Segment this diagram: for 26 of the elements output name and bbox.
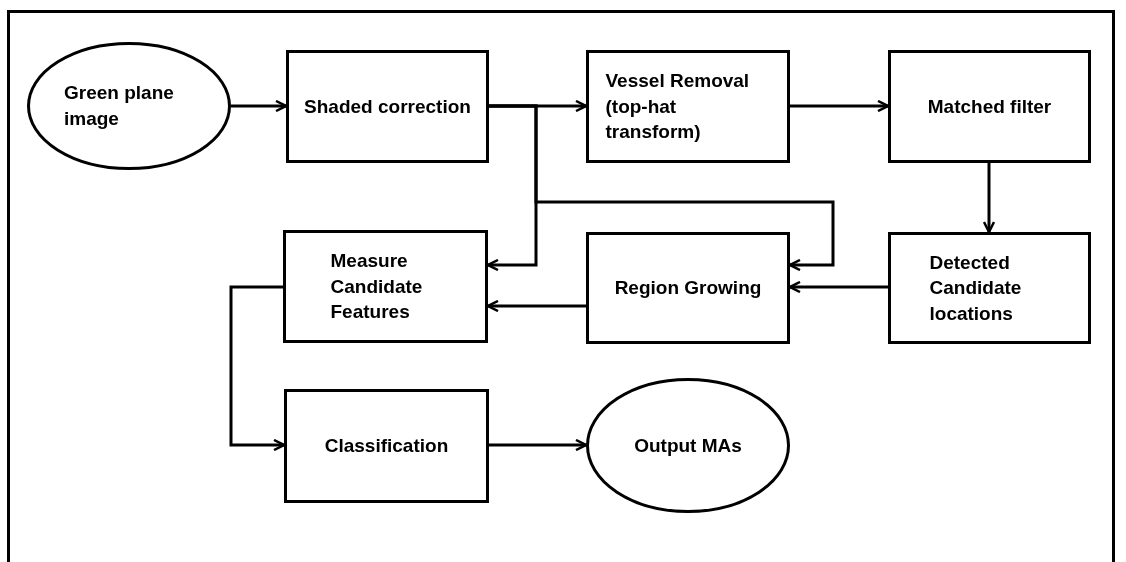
terminal-ellipse — [27, 42, 231, 170]
process-box — [283, 230, 488, 343]
arrow — [486, 299, 586, 313]
arrow — [982, 163, 996, 234]
arrow — [489, 104, 835, 272]
process-box — [888, 232, 1091, 344]
process-box — [284, 389, 489, 503]
process-box — [586, 232, 790, 344]
node-label: Green plane image — [64, 81, 175, 131]
node-label: Classification — [324, 434, 449, 459]
arrow — [231, 99, 288, 113]
arrow — [229, 285, 286, 452]
node-label: Detected Candidate locations — [929, 250, 1023, 326]
node-label: Measure Candidate Features — [330, 249, 424, 325]
arrow — [489, 438, 588, 452]
node-label: Vessel Removal (top-hat transform) — [605, 69, 751, 145]
process-box — [888, 50, 1091, 163]
node-label: Matched filter — [927, 94, 1052, 119]
node-label: Region Growing — [614, 276, 762, 301]
arrow — [788, 280, 888, 294]
process-box — [286, 50, 489, 163]
node-label: Output MAs — [634, 433, 742, 458]
process-box — [586, 50, 790, 163]
arrow — [790, 99, 890, 113]
terminal-ellipse — [586, 378, 790, 513]
node-label: Shaded correction — [304, 94, 471, 119]
